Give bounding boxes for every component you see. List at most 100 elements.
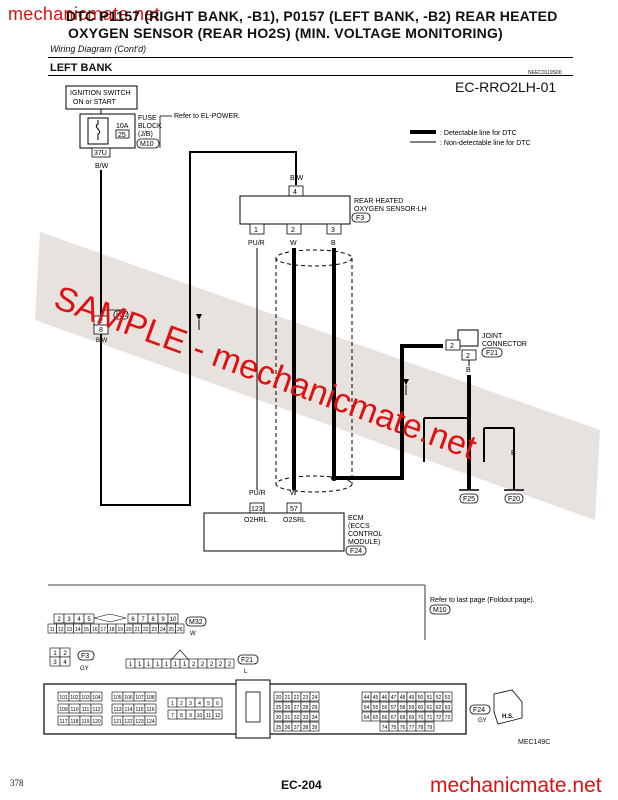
legend-detectable: : Detectable line for DTC [440,130,517,137]
ecm-pin-label: 5 [207,701,210,707]
sensor-label: REAR HEATED [354,198,403,205]
page-number-left: 378 [10,778,24,788]
ecm-pin-label: 32 [294,715,300,721]
ecm-pin-label: 20 [276,695,282,701]
m32-pin-label: 6 [131,617,135,623]
ecm-pin-label: 35 [276,725,282,731]
ecm-pin-label: 27 [294,705,300,711]
m32-pin-label: 9 [161,617,165,623]
oxygen-sensor-box [239,195,351,225]
m32-pin-label: 18 [109,627,115,633]
foldout-ref: Refer to last page (Foldout page). [430,597,535,604]
ecm-label-3: CONTROL [348,531,382,538]
ecm-pin-label: 67 [391,715,397,721]
ecm-pin-label: 117 [60,719,68,725]
f21-pin-label: 1 [147,662,151,668]
m32-pin-label: 12 [58,627,64,633]
m32-pin-label: 3 [67,617,71,623]
f3-pin-label: 2 [63,651,67,657]
ecm-pin-label: 34 [312,715,318,721]
ignition-label: IGNITION SWITCH [70,90,131,97]
reference-code: NEEC0119S00 [528,70,562,76]
ecm-pin-label: 1 [171,701,174,707]
m32-label: M32 [189,619,203,626]
ecm-pin-label: 110 [71,707,79,713]
page-number: EC-204 [281,778,322,792]
f21-label: F21 [241,657,253,664]
ecm-pin-label: 76 [400,725,406,731]
f3-pin-label: 3 [53,660,57,666]
ecm-pin-label: 124 [146,719,155,725]
hs-label: H.S. [502,714,514,720]
m32-pin-label: 25 [168,627,174,633]
ground-f20: F20 [508,496,520,503]
ecm-pin-label: 47 [391,695,397,701]
ecm-pin-label: 28 [303,705,309,711]
ecm-pin-label: 77 [409,725,415,731]
page-title-line1: DTC P1157 (RIGHT BANK, -B1), P0157 (LEFT… [66,8,558,24]
ecm-pin-label: 55 [373,705,379,711]
m32-pin-label: 10 [170,617,177,623]
f3-label: F3 [81,653,89,660]
fuse-number: 25 [118,132,126,139]
wire-color-pur: PU/R [248,240,265,247]
ecm-cell [309,711,320,722]
shield-bottom [275,475,353,493]
legend-non-detectable: : Non-detectable line for DTC [440,140,531,147]
ecm-pin-label: 123 [135,719,144,725]
ecm-pin-label: 63 [445,705,451,711]
ecm-pin-label: 58 [400,705,406,711]
f21-pin-label: 2 [192,662,196,668]
shield-top [275,249,353,267]
ignition-label-2: ON or START [73,99,117,106]
divider [48,57,573,58]
ecm-pin-label: 38 [303,725,309,731]
fuse-reference: Refer to EL-POWER. [174,113,240,120]
watermark-band [35,232,600,520]
f21-pin-label: 1 [156,662,160,668]
f21-pin-label: 1 [138,662,142,668]
ecm-pin-label: 78 [418,725,424,731]
wire-color-bw-2: B/W [290,175,304,182]
ecm-pin-label: 75 [391,725,397,731]
ecm-pin-label: 60 [418,705,424,711]
ecm-pin-label: 62 [436,705,442,711]
subtitle: Wiring Diagram (Cont'd) [50,44,147,54]
sensor-connector: F3 [356,215,364,222]
ecm-label-2: (ECCS [348,523,370,530]
m32-pin-label: 21 [134,627,140,633]
m32-pin-label: 20 [126,627,132,633]
ecm-pin-label: 46 [382,695,388,701]
ecm-pin-label: 61 [427,705,433,711]
ecm-pin-label: 108 [146,695,155,701]
m32-pin-label: 16 [92,627,98,633]
ecm-pin-label: 119 [82,719,90,725]
ecm-cell [144,715,157,726]
ecm-pin-label: 114 [125,707,133,713]
m32-pin-label: 14 [75,627,81,633]
ecm-cell [309,701,320,712]
ecm-pin-label: 3 [189,701,192,707]
ecm-pin-label: 8 [180,713,183,719]
ecm-pin-label: 103 [81,695,90,701]
inline-pin-bottom: 8 [99,327,103,334]
page-title-line2: OXYGEN SENSOR (REAR HO2S) (MIN. VOLTAGE … [68,25,503,41]
ecm-box [203,512,345,552]
ecm-pin-label: 120 [92,719,101,725]
wire-color-b-3: B [511,450,516,457]
fuse-amp: 10A [116,123,129,130]
b-wire [332,248,443,480]
m32-cell [83,613,95,624]
f24-label: F24 [473,707,485,714]
fuse-label: FUSE [138,115,157,122]
joint-label: JOINT [482,333,503,340]
ecm-pin-label: 66 [382,715,388,721]
ecm-connector: F24 [350,548,362,555]
f21-pin-label: 2 [219,662,223,668]
watermark-top: mechanicmate.net [8,4,160,24]
ecm-cell [442,711,453,722]
ecm-pin-label: 57 [391,705,397,711]
wire-color-b: B [331,240,336,247]
ecm-pin-label: 9 [189,713,192,719]
